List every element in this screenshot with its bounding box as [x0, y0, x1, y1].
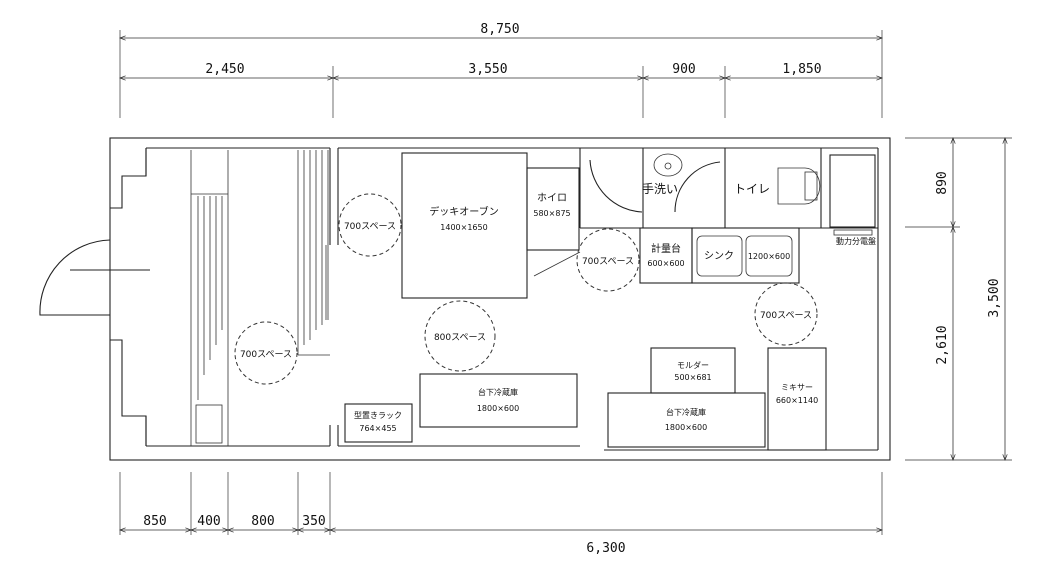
space-label-1: 700スペース — [240, 350, 292, 360]
space-label-2: 700スペース — [344, 222, 396, 232]
shelving — [190, 150, 330, 446]
space-label-3: 800スペース — [434, 333, 486, 343]
scale-table-size: 600×600 — [647, 259, 684, 268]
molder-name: モルダー — [677, 360, 709, 370]
dim-top-1: 2,450 — [205, 62, 244, 77]
dim-top-4: 1,850 — [782, 62, 821, 77]
sink-size: 1200×600 — [748, 252, 790, 261]
space-circle-3 — [424, 300, 496, 372]
fridge-left-size: 1800×600 — [477, 404, 519, 413]
dim-bottom-4: 350 — [302, 514, 325, 529]
hoiro-name: ホイロ — [537, 192, 567, 204]
space-circle-1 — [234, 321, 298, 385]
work-spaces: 700スペース 700スペース 800スペース 700スペース 700スペース — [234, 193, 818, 385]
space-circle-2 — [338, 193, 402, 257]
toilet-bowl-icon — [777, 167, 821, 205]
dim-total-width: 8,750 — [480, 22, 519, 37]
scale-table: 計量台 600×600 — [639, 227, 693, 284]
mixer-name: ミキサー — [781, 383, 813, 392]
toilet-label: トイレ — [734, 182, 770, 196]
right-dimensions: 890 2,610 3,500 — [905, 138, 1012, 460]
molder-size: 500×681 — [674, 373, 711, 382]
dim-bottom-5: 6,300 — [586, 541, 625, 556]
dim-top-2: 3,550 — [468, 62, 507, 77]
molder: モルダー 500×681 — [650, 347, 736, 394]
mixer-size: 660×1140 — [776, 396, 818, 405]
bottom-dimensions: 850 400 800 350 6,300 — [120, 472, 882, 556]
space-circle-5 — [754, 282, 818, 346]
top-dimensions: 8,750 2,450 3,550 900 1,850 — [120, 22, 882, 118]
deck-oven-name: デッキオーブン — [429, 205, 498, 218]
handwash-basin-icon — [653, 153, 683, 177]
hoiro: ホイロ 580×875 — [526, 167, 581, 277]
space-label-5: 700スペース — [760, 311, 812, 321]
power-panel-label: 動力分電盤 — [836, 236, 876, 246]
mixer: ミキサー 660×1140 — [767, 347, 827, 451]
sink-name: シンク — [704, 250, 734, 262]
fridge-right-name: 台下冷蔵庫 — [666, 407, 706, 417]
hoiro-size: 580×875 — [533, 209, 570, 218]
fridge-right: 台下冷蔵庫 1800×600 — [607, 392, 766, 448]
dim-top-3: 900 — [672, 62, 695, 77]
space-label-4: 700スペース — [582, 257, 634, 267]
dim-bottom-1: 850 — [143, 514, 166, 529]
mold-rack: 型置きラック 764×455 — [344, 403, 413, 443]
handwash-label: 手洗い — [642, 182, 678, 196]
building — [39, 137, 891, 461]
dim-bottom-3: 800 — [251, 514, 274, 529]
fridge-left-name: 台下冷蔵庫 — [478, 387, 518, 397]
deck-oven-size: 1400×1650 — [440, 223, 487, 232]
sink: シンク 1200×600 — [691, 227, 800, 284]
fridge-right-size: 1800×600 — [665, 423, 707, 432]
fridge-left: 台下冷蔵庫 1800×600 — [419, 373, 578, 428]
mold-rack-name: 型置きラック — [354, 411, 402, 420]
restroom-block: 手洗い トイレ 動力分電盤 — [579, 147, 878, 246]
space-circle-4 — [576, 228, 640, 292]
dim-right-2: 2,610 — [935, 325, 950, 364]
scale-table-name: 計量台 — [651, 242, 681, 255]
dim-bottom-2: 400 — [197, 514, 220, 529]
dim-total-height: 3,500 — [987, 278, 1002, 317]
mold-rack-size: 764×455 — [359, 424, 396, 433]
dim-right-1: 890 — [935, 171, 950, 194]
deck-oven: デッキオーブン 1400×1650 — [401, 152, 528, 299]
